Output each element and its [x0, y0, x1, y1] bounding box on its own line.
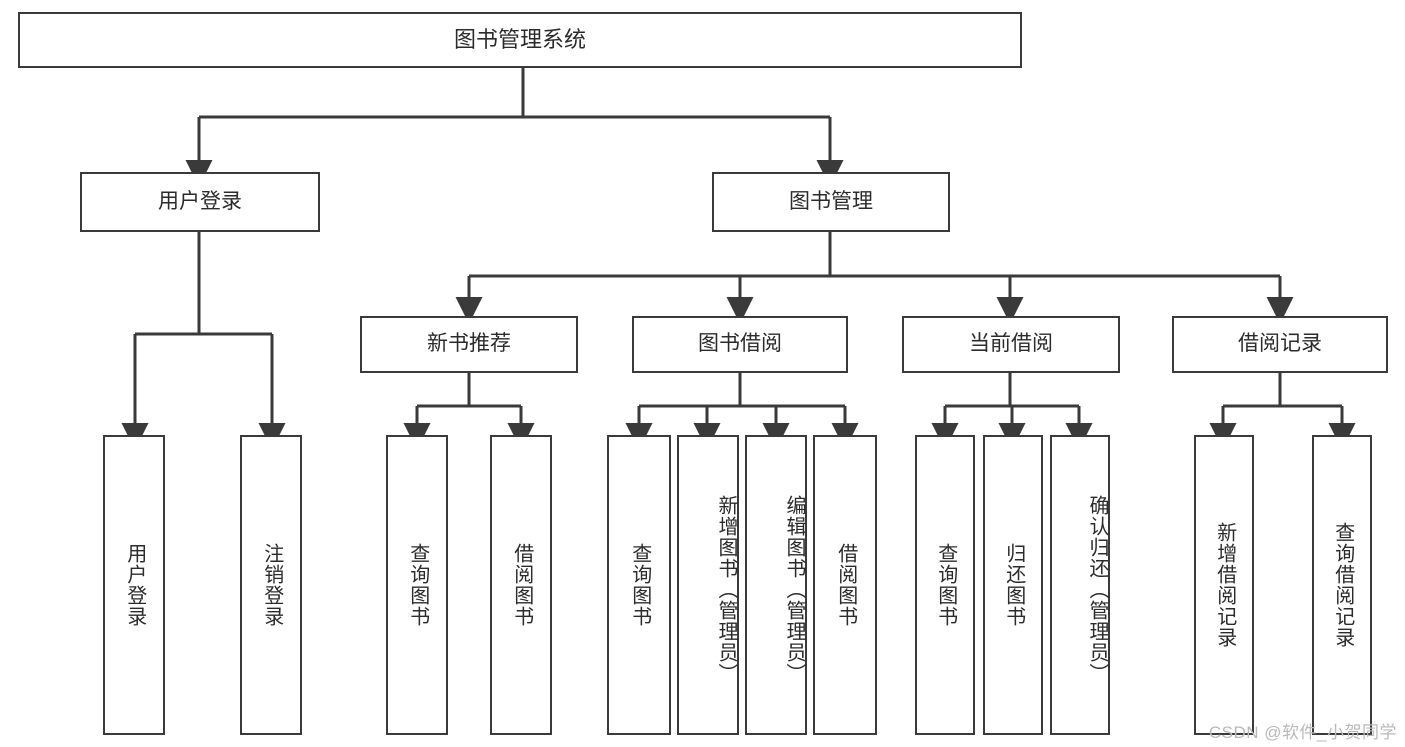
node-new-book-recommend[interactable]: 新书推荐: [360, 316, 578, 373]
node-book-borrow[interactable]: 图书借阅: [632, 316, 848, 373]
leaf-query-book-2[interactable]: 查询图书: [607, 435, 671, 735]
node-current-borrow[interactable]: 当前借阅: [902, 316, 1120, 373]
csdn-watermark: CSDN @软件_小贺同学: [1208, 723, 1397, 742]
leaf-query-book-3[interactable]: 查询图书: [915, 435, 975, 735]
node-user-login[interactable]: 用户登录: [80, 172, 320, 232]
leaf-borrow-book-2[interactable]: 借阅图书: [813, 435, 877, 735]
leaf-logout[interactable]: 注销登录: [240, 435, 302, 735]
node-root[interactable]: 图书管理系统: [18, 12, 1022, 68]
leaf-add-borrow-record[interactable]: 新增借阅记录: [1194, 435, 1254, 735]
leaf-add-book-admin[interactable]: 新增图书（管理员）: [677, 435, 739, 735]
node-borrow-record[interactable]: 借阅记录: [1172, 316, 1388, 373]
leaf-confirm-return-admin[interactable]: 确认归还（管理员）: [1050, 435, 1110, 735]
leaf-edit-book-admin[interactable]: 编辑图书（管理员）: [745, 435, 807, 735]
node-book-manage[interactable]: 图书管理: [712, 172, 950, 232]
leaf-return-book[interactable]: 归还图书: [983, 435, 1043, 735]
leaf-borrow-book-1[interactable]: 借阅图书: [490, 435, 552, 735]
leaf-query-book-1[interactable]: 查询图书: [386, 435, 448, 735]
leaf-user-login[interactable]: 用户登录: [103, 435, 165, 735]
leaf-query-borrow-record[interactable]: 查询借阅记录: [1312, 435, 1372, 735]
